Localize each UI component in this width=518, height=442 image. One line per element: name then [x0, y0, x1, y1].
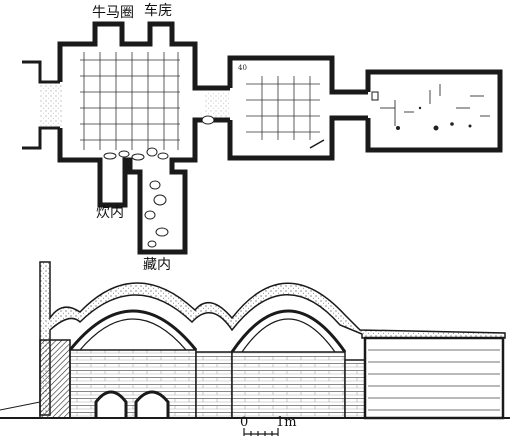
label-cattle-horse-pen: 牛马圈	[92, 5, 134, 21]
plan-view: 40	[22, 21, 503, 255]
middle-passage	[205, 92, 230, 118]
rear-chamber	[365, 69, 503, 153]
entrance-wall	[39, 339, 71, 419]
middle-vault	[230, 309, 347, 419]
scale-one-meter-label: 1m	[276, 415, 297, 430]
scale-bar	[243, 428, 279, 436]
middle-chamber: 40	[227, 55, 368, 161]
front-chamber	[57, 21, 230, 255]
rear-chamber-section	[344, 336, 505, 420]
section-view	[0, 261, 510, 420]
label-storage-room: 藏内	[143, 257, 171, 273]
scale-zero-label: 0	[240, 415, 249, 430]
front-vault	[68, 309, 233, 419]
svg-text:40: 40	[238, 64, 247, 72]
label-carriage-shed: 车庑	[144, 3, 172, 19]
earth-fill	[39, 261, 506, 416]
entrance-passage	[22, 60, 62, 150]
label-kitchen-room: 炊内	[96, 205, 124, 221]
